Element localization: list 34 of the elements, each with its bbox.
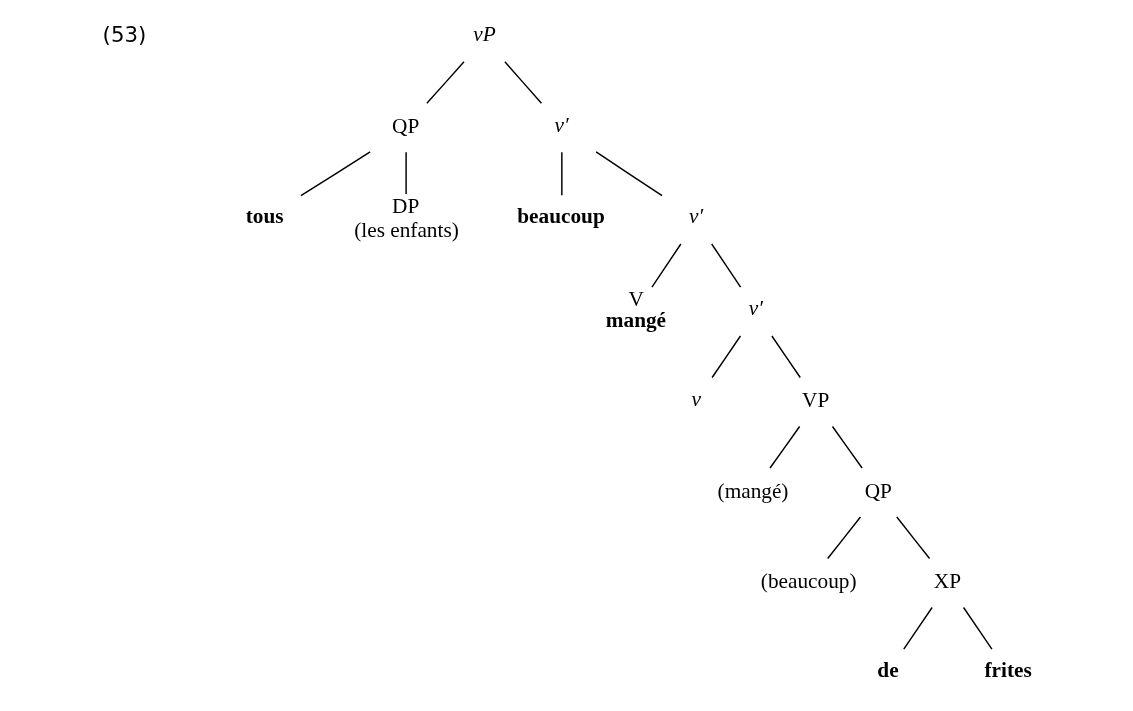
connector <box>831 425 863 469</box>
connector <box>769 425 801 469</box>
node-text: QP <box>864 478 892 503</box>
node-text: v′ <box>748 296 763 321</box>
label: (53) <box>102 22 147 48</box>
node-text: tous <box>245 204 284 229</box>
connector <box>771 335 801 379</box>
node-text: vP <box>473 22 496 47</box>
connector <box>903 606 933 650</box>
connector <box>710 243 742 288</box>
connector <box>962 606 993 650</box>
node-text: beaucoup <box>517 204 605 229</box>
node-text: de <box>877 658 899 683</box>
node-text: v′ <box>554 112 569 137</box>
connector <box>405 151 407 195</box>
node-text: XP <box>933 569 962 594</box>
connector <box>896 516 931 560</box>
node-text: v′ <box>688 204 704 229</box>
connector <box>426 61 465 105</box>
node-text: (mangé) <box>717 478 789 503</box>
connector <box>561 151 563 196</box>
connector <box>651 243 682 288</box>
connector <box>711 335 742 379</box>
node-text: frites <box>984 658 1032 683</box>
node-text: VP <box>802 388 830 413</box>
node-text: QP <box>392 113 420 138</box>
node-text: DP (les enfants) <box>354 193 459 242</box>
connector <box>504 61 543 105</box>
connector <box>595 151 663 197</box>
node-text: V mangé <box>605 286 667 333</box>
connector <box>300 151 371 197</box>
node-text: v <box>691 386 702 411</box>
connector <box>827 516 862 560</box>
node-text: (beaucoup) <box>760 569 857 594</box>
